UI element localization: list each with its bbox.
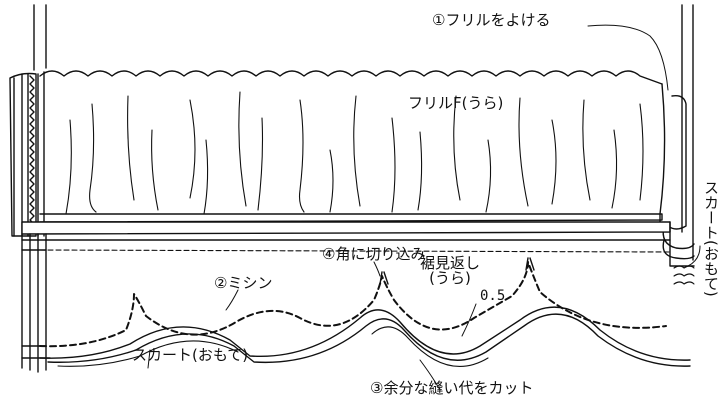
frill-bottom-edge (39, 213, 663, 223)
right-ruffle (673, 265, 695, 285)
left-side-panel (9, 4, 47, 237)
hem-trim-line (47, 313, 691, 367)
label-frill-move: ①フリルをよける (432, 11, 551, 29)
label-corner-cut: ④角に切り込み (322, 245, 426, 263)
label-skirt-front-side: スカート(おもて) (702, 180, 720, 297)
label-seam-allowance: 0.5 (480, 288, 506, 304)
label-machine-stitch: ②ミシン (214, 274, 273, 292)
label-skirt-front-bottom: スカート(おもて) (132, 346, 249, 364)
leader-lines (147, 24, 701, 391)
hem-facing (21, 221, 695, 373)
frill-right-edge (659, 83, 666, 223)
zigzag-stitch (29, 75, 35, 233)
right-skirt-edge (662, 4, 695, 261)
label-frill-front: フリルF(うら) (408, 94, 504, 112)
label-hem-facing: 裾見返し (うら) (420, 256, 480, 286)
label-hem-facing-line2: (うら) (429, 269, 471, 287)
label-hem-facing-line1: 裾見返し (420, 254, 481, 272)
frill-scalloped-top (39, 70, 663, 85)
label-trim-seam-allowance: ③余分な縫い代をカット (370, 379, 534, 397)
stitch-line (39, 261, 667, 348)
frill-gathers (65, 91, 644, 215)
